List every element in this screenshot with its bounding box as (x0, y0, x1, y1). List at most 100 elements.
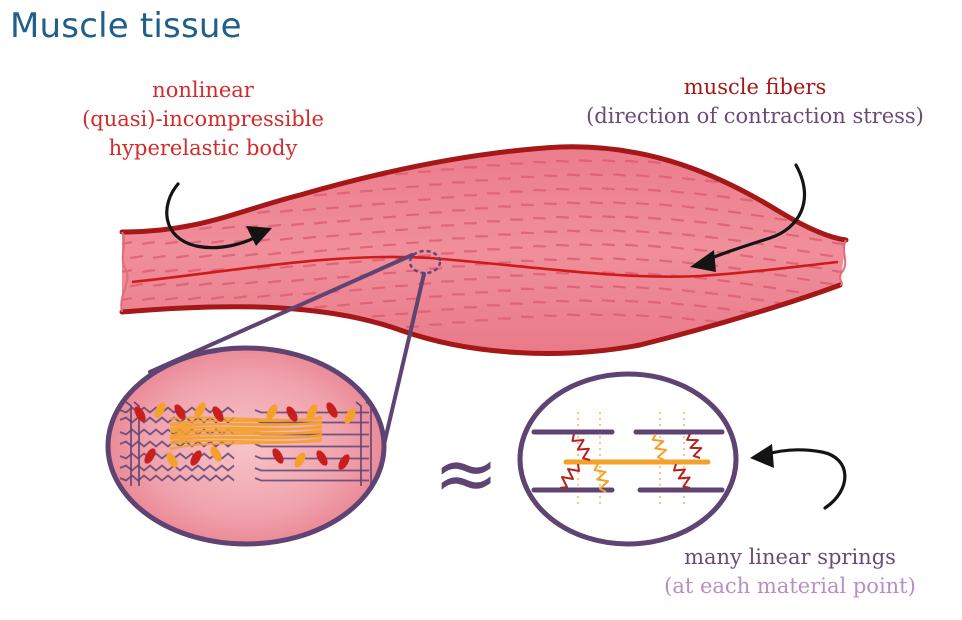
thick-filament (169, 433, 323, 440)
fiber-dash (647, 160, 662, 164)
fiber-dash (796, 333, 811, 338)
fiber-dash (336, 331, 351, 335)
fiber-dash (198, 310, 213, 315)
fiber-dash (808, 209, 823, 214)
fiber-dash (210, 295, 225, 300)
fiber-dash (371, 202, 386, 206)
fiber-dash (727, 266, 742, 271)
fiber-dash (256, 182, 271, 186)
fiber-dash (256, 210, 271, 214)
fiber-dash (727, 210, 742, 215)
fiber-dash (601, 187, 616, 191)
fiber-dash (716, 278, 731, 283)
fiber-dash (256, 266, 271, 270)
fiber-dash (359, 189, 374, 193)
fiber-dash (785, 177, 800, 182)
fiber-dash (762, 313, 777, 318)
fiber-dash (716, 194, 731, 199)
thick-filament (169, 420, 323, 427)
spring (559, 463, 580, 489)
fiber-dash (210, 155, 225, 160)
fiber-dash (601, 271, 616, 275)
fiber-dash (762, 173, 777, 178)
fibers-label-line1: muscle fibers (683, 75, 827, 99)
thick-filament (169, 437, 323, 451)
fiber-dash (325, 206, 340, 210)
thick-filament (169, 424, 323, 437)
fiber-dash (359, 217, 374, 221)
myosin-head (190, 450, 202, 466)
zoom-circle-outline (105, 345, 387, 547)
fiber-dash (244, 280, 259, 285)
fiber-dash (589, 257, 604, 261)
fiber-dash (601, 215, 616, 219)
fiber-dash (750, 325, 765, 330)
fiber-dash (647, 272, 662, 276)
zoom-source-marker (408, 249, 442, 275)
fiber-dash (336, 191, 351, 195)
fiber-dash (336, 275, 351, 279)
muscle-left-edge (120, 231, 129, 313)
thin-filament (254, 443, 369, 448)
fiber-dash (313, 221, 328, 225)
fiber-dash (796, 249, 811, 254)
fiber-dash (762, 285, 777, 290)
fiber-dash (739, 198, 754, 202)
springs-label-line2: (at each material point) (664, 574, 916, 598)
fiber-dash (175, 310, 190, 315)
fiber-dash (693, 248, 708, 252)
fiber-dash (831, 213, 846, 218)
fiber-dash (842, 201, 846, 206)
fiber-dash (693, 220, 708, 224)
fiber-dash (198, 226, 213, 231)
fiber-dash (405, 241, 420, 245)
fiber-dash (302, 235, 317, 240)
fiber-dash (129, 283, 144, 288)
fiber-dash (831, 297, 846, 302)
fiber-dash (290, 278, 305, 283)
fiber-dash (819, 281, 834, 286)
fiber-dash (739, 254, 754, 258)
fiber-dash (122, 241, 133, 246)
fiber-dash (819, 197, 834, 202)
fiber-dash (750, 297, 765, 302)
fiber-dash (842, 173, 846, 178)
fiber-dash (348, 260, 363, 264)
fiber-dash (635, 230, 650, 234)
fiber-dash (819, 309, 834, 314)
fiber-dash (693, 304, 708, 308)
muscle-top-outline (119, 144, 849, 243)
fiber-dash (187, 268, 202, 273)
fiber-dash (175, 170, 190, 175)
fiber-dash (221, 169, 236, 174)
fiber-dash (681, 177, 696, 181)
spring (593, 463, 610, 493)
fiber-dash (371, 258, 386, 262)
fiber-dash (244, 308, 259, 313)
fiber-dash (566, 257, 581, 261)
fiber-dash (175, 338, 190, 343)
arrow-springs-icon (762, 448, 847, 510)
fiber-dash (842, 229, 846, 234)
fiber-dash (566, 229, 581, 233)
fiber-dash (555, 271, 570, 275)
fiber-dash (716, 222, 731, 227)
fiber-dash (187, 184, 202, 189)
fiber-dash (405, 185, 420, 189)
fiber-dash (612, 229, 627, 233)
fiber-dash (129, 339, 144, 344)
fiber-dash (681, 149, 696, 153)
fiber-dash (221, 197, 236, 202)
fiber-dash (152, 254, 167, 259)
fiber-dash (555, 243, 570, 247)
fiber-dash (635, 286, 650, 290)
hyperelastic-body-label: nonlinear (quasi)-incompressible hyperel… (68, 76, 338, 163)
fiber-dash (141, 325, 156, 329)
fiber-dash (256, 294, 271, 298)
fiber-dash (635, 202, 650, 206)
fiber-dash (796, 165, 811, 170)
fiber-dash (129, 255, 144, 260)
fiber-dash (670, 218, 685, 222)
myosin-head (294, 452, 306, 468)
